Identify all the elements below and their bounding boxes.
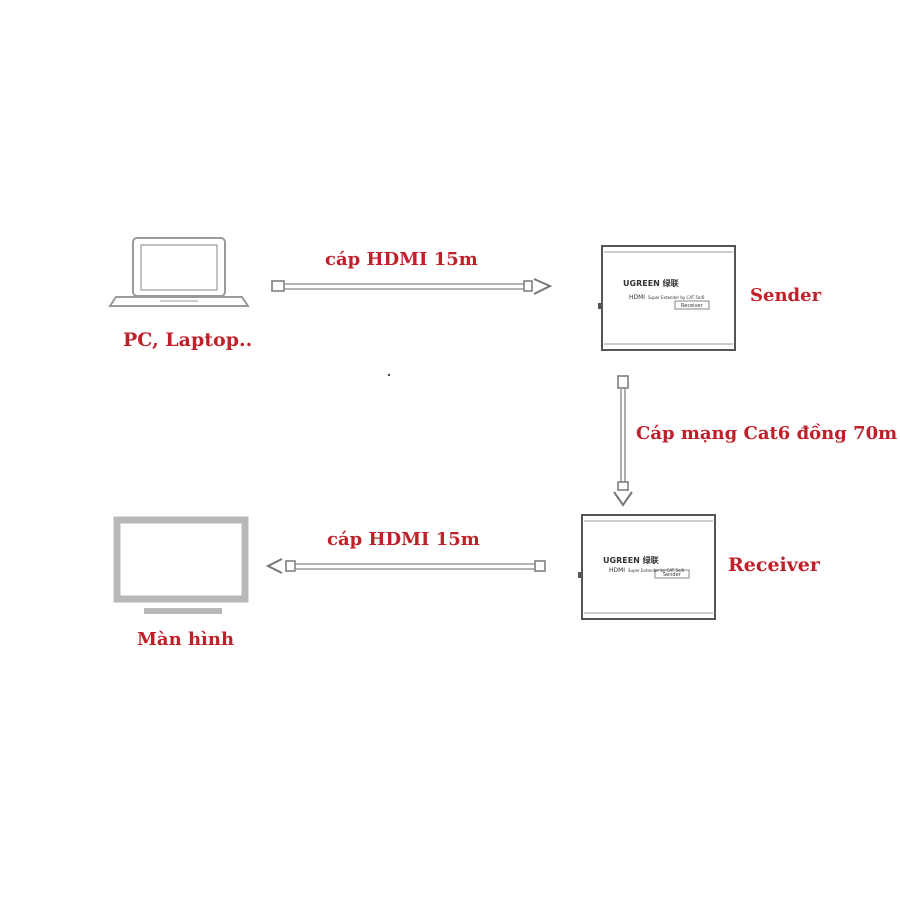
hdmi-bottom-label: cáp HDMI 15m	[327, 529, 480, 550]
receiver-label: Receiver	[728, 554, 820, 576]
hdmi-top-label: cáp HDMI 15m	[325, 249, 478, 270]
receiver-product: HDMI	[609, 567, 625, 574]
monitor-icon	[113, 516, 249, 614]
sender-label: Sender	[750, 285, 822, 306]
hdmi-cable-top	[271, 278, 553, 295]
monitor-label: Màn hình	[137, 629, 235, 650]
sender-device-text: UGREEN 绿联 HDMI Super Extender by CAT 5e/…	[623, 278, 705, 309]
cat6-label: Cáp mạng Cat6 đồng 70m	[636, 423, 898, 444]
cat6-cable	[613, 375, 633, 507]
sender-tag: Receiver	[681, 303, 704, 309]
receiver-device	[578, 514, 716, 620]
laptop-icon	[108, 237, 250, 307]
sender-desc: Super Extender by CAT 5e/6	[648, 295, 705, 300]
sender-brand: UGREEN 绿联	[623, 278, 679, 288]
hdmi-cable-bottom	[265, 558, 546, 574]
receiver-tag: Sender	[663, 572, 682, 578]
sender-product: HDMI	[629, 294, 645, 301]
receiver-brand: UGREEN 绿联	[603, 555, 659, 565]
pc-label: PC, Laptop..	[123, 329, 253, 351]
receiver-desc: Super Extender by CAT 5e/6	[628, 568, 685, 573]
receiver-device-text: UGREEN 绿联 HDMI Super Extender by CAT 5e/…	[603, 555, 685, 578]
sender-device	[598, 245, 736, 351]
stray-dot	[387, 373, 391, 377]
